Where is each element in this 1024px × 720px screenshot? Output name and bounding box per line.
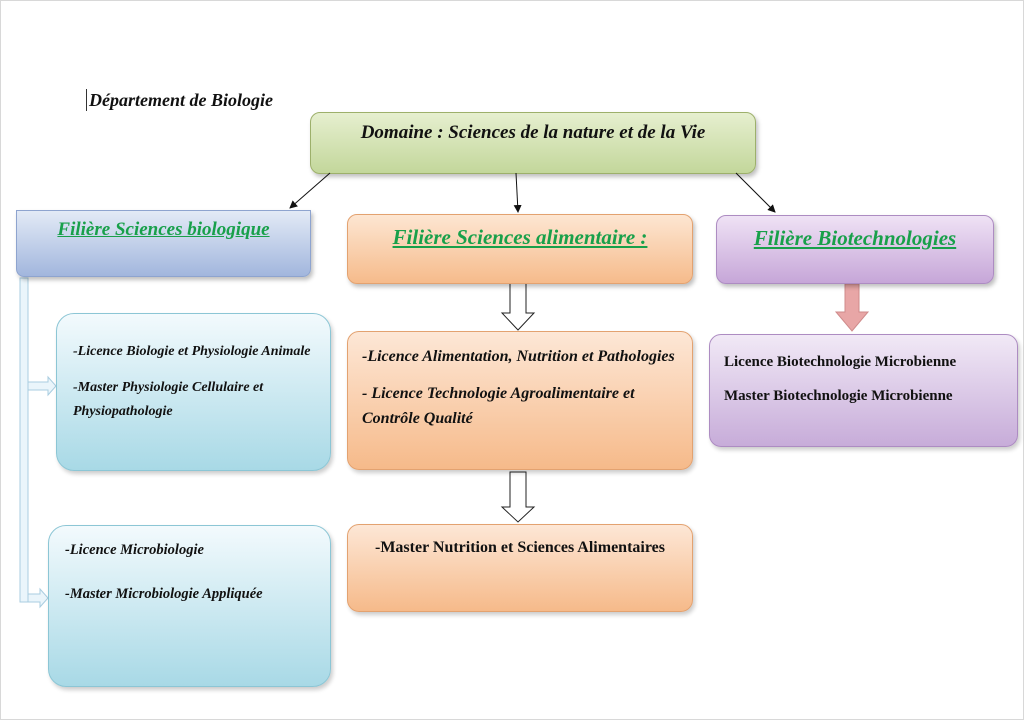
program-item: Licence Biotechnologie Microbienne [724, 354, 957, 370]
biotech-programs-box: Licence Biotechnologie Microbienne Maste… [709, 334, 1018, 447]
bio-programs-box-1: -Licence Biologie et Physiologie Animale… [56, 313, 331, 471]
filiere-alim-title: Filière Sciences alimentaire : [392, 225, 648, 249]
bio-bracket [19, 277, 57, 609]
department-title: Département de Biologie [86, 89, 273, 111]
connector-domain-alim [513, 172, 522, 213]
connector-domain-biotech [735, 172, 776, 213]
bio-arrow-2 [27, 587, 49, 609]
alim-arrow-2 [500, 471, 536, 523]
program-item: -Licence Microbiologie [65, 542, 204, 558]
connector-domain-bio [289, 172, 331, 209]
filiere-bio-title: Filière Sciences biologique [57, 219, 270, 240]
domain-box: Domaine : Sciences de la nature et de la… [310, 112, 756, 174]
program-item: - Licence Technologie Agroalimentaire et… [362, 385, 635, 427]
program-item: -Licence Biologie et Physiologie Animale [73, 344, 311, 359]
program-item: -Master Nutrition et Sciences Alimentair… [374, 539, 665, 556]
domain-label: Domaine : Sciences de la nature et de la… [360, 122, 706, 143]
filiere-biotech-title: Filière Biotechnologies [753, 226, 957, 250]
program-item: -Master Physiologie Cellulaire et Physio… [73, 380, 264, 419]
program-item: -Master Microbiologie Appliquée [65, 586, 263, 602]
alim-arrow-1 [500, 282, 536, 331]
filiere-alim-box: Filière Sciences alimentaire : [347, 214, 693, 284]
filiere-bio-box: Filière Sciences biologique [16, 210, 311, 277]
alim-programs-box-1: -Licence Alimentation, Nutrition et Path… [347, 331, 693, 470]
filiere-biotech-box: Filière Biotechnologies [716, 215, 994, 284]
biotech-arrow [834, 283, 870, 332]
bio-programs-box-2: -Licence Microbiologie -Master Microbiol… [48, 525, 331, 687]
alim-programs-box-2: -Master Nutrition et Sciences Alimentair… [347, 524, 693, 612]
bio-arrow-1 [27, 375, 57, 397]
program-item: Master Biotechnologie Microbienne [724, 388, 953, 404]
program-item: -Licence Alimentation, Nutrition et Path… [362, 348, 675, 365]
